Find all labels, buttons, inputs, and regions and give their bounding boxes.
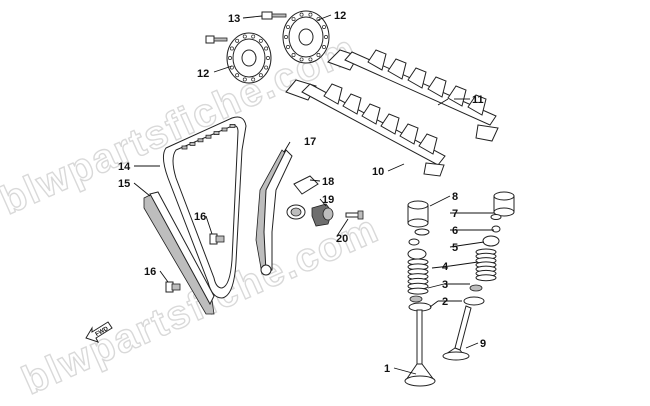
camshaft-intake [285, 79, 446, 177]
guide-bolt-upper [209, 233, 225, 245]
chain-tensioner-plunger [311, 203, 334, 227]
valve-spring [407, 248, 497, 295]
callout-20: 20 [336, 233, 348, 245]
callout-17: 17 [304, 136, 316, 148]
leader-lines [133, 14, 494, 375]
camshaft-sprocket-lower [226, 32, 272, 84]
callout-5: 5 [452, 242, 458, 254]
callout-1: 1 [384, 363, 390, 375]
camshaft-exhaust [327, 49, 499, 142]
callout-19: 19 [322, 194, 334, 206]
callout-13: 13 [228, 13, 240, 25]
callout-18: 18 [322, 176, 334, 188]
callout-4: 4 [442, 261, 449, 273]
guide-bolt-lower [165, 281, 181, 293]
callout-16-top: 16 [194, 211, 206, 223]
valve-keeper [408, 225, 501, 246]
valve-stem-seal [409, 284, 483, 303]
callout-10: 10 [372, 166, 384, 178]
camshaft-sprocket-upper [282, 10, 330, 64]
valve-shim [414, 214, 502, 236]
callout-labels: 13 12 12 11 10 17 14 15 18 19 20 16 16 8… [118, 10, 486, 375]
tensioner-bolt [345, 210, 364, 220]
callout-3: 3 [442, 279, 448, 291]
sprocket-bolt-upper [261, 11, 287, 20]
callout-12-left: 12 [197, 68, 209, 80]
callout-6: 6 [452, 225, 458, 237]
callout-14: 14 [118, 161, 131, 173]
timing-chain [162, 116, 247, 299]
callout-15: 15 [118, 178, 130, 190]
callout-12-top: 12 [334, 10, 346, 22]
callout-8: 8 [452, 191, 458, 203]
callout-9: 9 [480, 338, 486, 350]
callout-2: 2 [442, 296, 448, 308]
valve-exhaust [404, 309, 436, 387]
chain-guide [143, 191, 215, 315]
valve-tappet-left [407, 200, 429, 228]
valve-intake [442, 305, 472, 361]
sprocket-bolt-lower [205, 35, 228, 44]
valve-tappet-right [493, 191, 515, 217]
callout-16-bottom: 16 [144, 266, 156, 278]
callout-11: 11 [472, 94, 484, 106]
callout-7: 7 [452, 208, 458, 220]
chain-tensioner-guide [255, 149, 293, 276]
